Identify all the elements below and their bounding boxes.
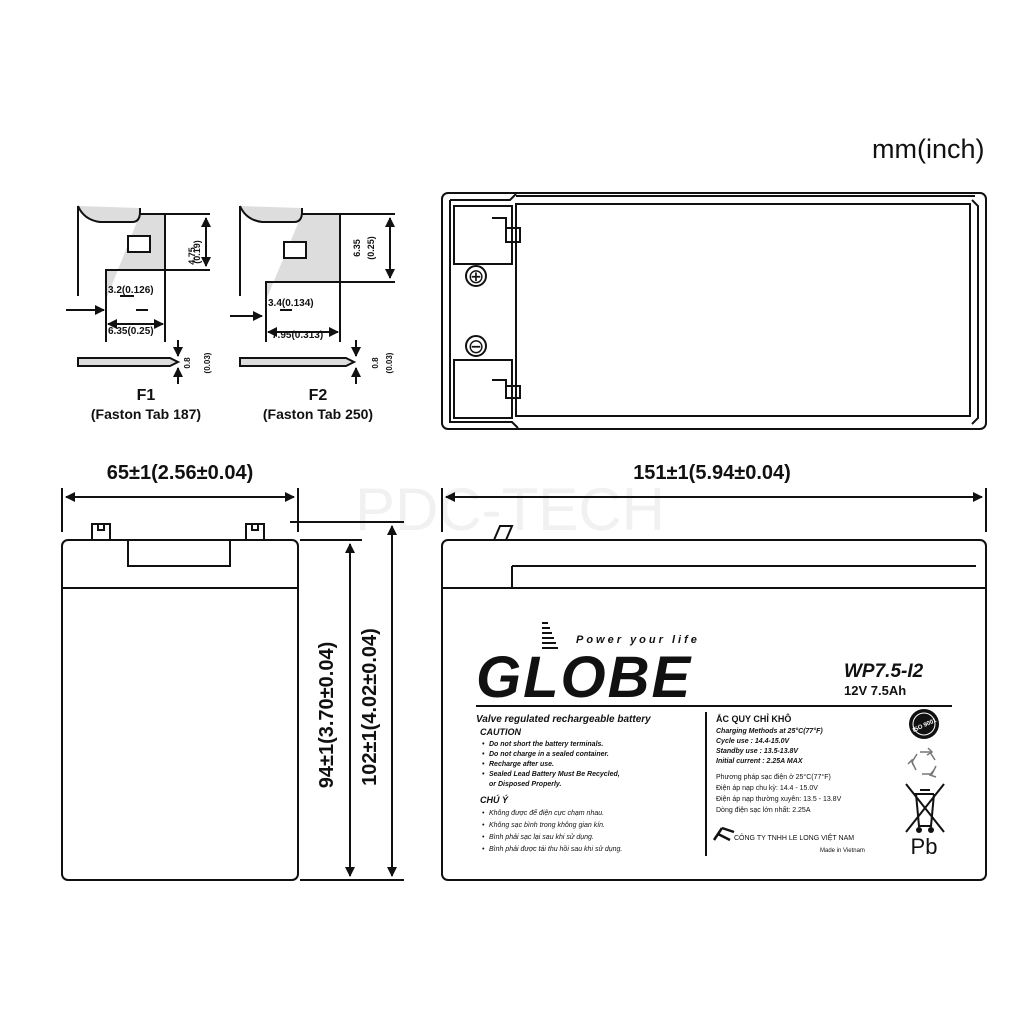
label-company: CÔNG TY TNHH LE LONG VIỆT NAM bbox=[734, 833, 854, 842]
f1-height: 4.75 bbox=[187, 247, 197, 265]
battery-front-view bbox=[441, 525, 987, 881]
caution-item: Do not short the battery terminals. bbox=[489, 741, 603, 748]
caution-item: Sealed Lead Battery Must Be Recycled, bbox=[489, 771, 620, 778]
caution-item: or Disposed Properly. bbox=[489, 781, 562, 788]
label-model: WP7.5-I2 bbox=[844, 661, 924, 682]
f1-width: 6.35(0.25) bbox=[108, 326, 154, 337]
label-made-in: Made in Vietnam bbox=[820, 848, 865, 854]
caution-title: CAUTION bbox=[480, 727, 521, 737]
caution-bullet: • bbox=[482, 771, 485, 778]
f2-width: 7.95(0.313) bbox=[272, 330, 323, 341]
caution-bullet: • bbox=[482, 761, 485, 768]
label-type-vn: ẮC QUY CHỈ KHÔ bbox=[716, 713, 791, 724]
case-height-dimension: 94±1(3.70±0.04) bbox=[316, 642, 338, 789]
label-type-en: Valve regulated rechargeable battery bbox=[476, 714, 651, 725]
f2-thickness-inch: (0.03) bbox=[385, 352, 394, 373]
f2-hole: 3.4(0.134) bbox=[268, 298, 314, 309]
recycle-icon bbox=[907, 747, 937, 778]
label-brand: GLOBE bbox=[476, 645, 693, 710]
vn-charging-line: Dòng điện sạc lớn nhất: 2.25A bbox=[716, 805, 811, 814]
caution-bullet: • bbox=[482, 741, 485, 748]
terminal-f1-detail bbox=[66, 205, 211, 384]
vn-caution-bullet: • bbox=[482, 810, 485, 817]
vn-caution-item: Không sạc bình trong không gian kín. bbox=[489, 822, 605, 829]
iso-badge-icon bbox=[909, 709, 939, 739]
vn-caution-bullet: • bbox=[482, 834, 485, 841]
caution-bullet: • bbox=[482, 751, 485, 758]
f2-height: 6.35 bbox=[352, 239, 362, 257]
battery-side-view bbox=[61, 523, 299, 881]
minus-symbol: ⊖ bbox=[468, 334, 485, 358]
battery-top-view bbox=[441, 192, 987, 430]
f1-hole: 3.2(0.126) bbox=[108, 285, 154, 296]
f2-height-inch: (0.25) bbox=[366, 236, 376, 260]
charging-line: Standby use : 13.5-13.8V bbox=[716, 748, 799, 755]
f2-thickness: 0.8 bbox=[371, 357, 380, 369]
units-label: mm(inch) bbox=[872, 134, 985, 164]
vn-caution-bullet: • bbox=[482, 846, 485, 853]
f1-thickness: 0.8 bbox=[183, 357, 192, 369]
pb-mark: Pb bbox=[911, 834, 938, 859]
length-dimension: 151±1(5.94±0.04) bbox=[633, 462, 791, 484]
vn-caution-title: CHÚ Ý bbox=[480, 794, 509, 805]
f1-title: F1 bbox=[137, 387, 156, 404]
vn-charging-line: Điện áp nạp chu kỳ: 14.4 - 15.0V bbox=[716, 785, 818, 792]
width-dimension: 65±1(2.56±0.04) bbox=[107, 462, 254, 484]
f2-type: (Faston Tab 250) bbox=[263, 406, 373, 422]
charging-line: Charging Methods at 25°C(77°F) bbox=[716, 727, 823, 735]
caution-item: Recharge after use. bbox=[489, 761, 554, 768]
vn-caution-item: Bình phải sạc lại sau khi sử dụng. bbox=[489, 833, 594, 841]
company-logo-icon bbox=[712, 826, 735, 842]
caution-item: Do not charge in a sealed container. bbox=[489, 751, 609, 758]
vn-caution-item: Bình phải được tái thu hồi sau khi sử dụ… bbox=[489, 844, 622, 853]
terminal-f2-detail bbox=[230, 205, 395, 384]
vn-charging-line: Điện áp nạp thường xuyên: 13.5 - 13.8V bbox=[716, 796, 842, 803]
plus-symbol: ⊕ bbox=[468, 264, 485, 288]
vn-caution-bullet: • bbox=[482, 822, 485, 829]
f1-type: (Faston Tab 187) bbox=[91, 406, 201, 422]
label-rating: 12V 7.5Ah bbox=[844, 683, 906, 698]
vn-charging-line: Phương pháp sạc điện ở 25°C(77°F) bbox=[716, 773, 831, 781]
charging-line: Initial current : 2.25A MAX bbox=[716, 758, 804, 765]
f2-title: F2 bbox=[309, 387, 328, 404]
globe-logo-mark bbox=[542, 622, 558, 649]
f1-height-inch: (0.19) bbox=[192, 240, 202, 264]
f1-thickness-inch: (0.03) bbox=[203, 352, 212, 373]
crossed-bin-icon bbox=[905, 783, 945, 833]
vn-caution-item: Không được để điện cực chạm nhau. bbox=[489, 809, 604, 817]
charging-line: Cycle use : 14.4-15.0V bbox=[716, 738, 790, 745]
label-tagline: Power your life bbox=[576, 634, 700, 646]
total-height-dimension: 102±1(4.02±0.04) bbox=[359, 628, 381, 786]
